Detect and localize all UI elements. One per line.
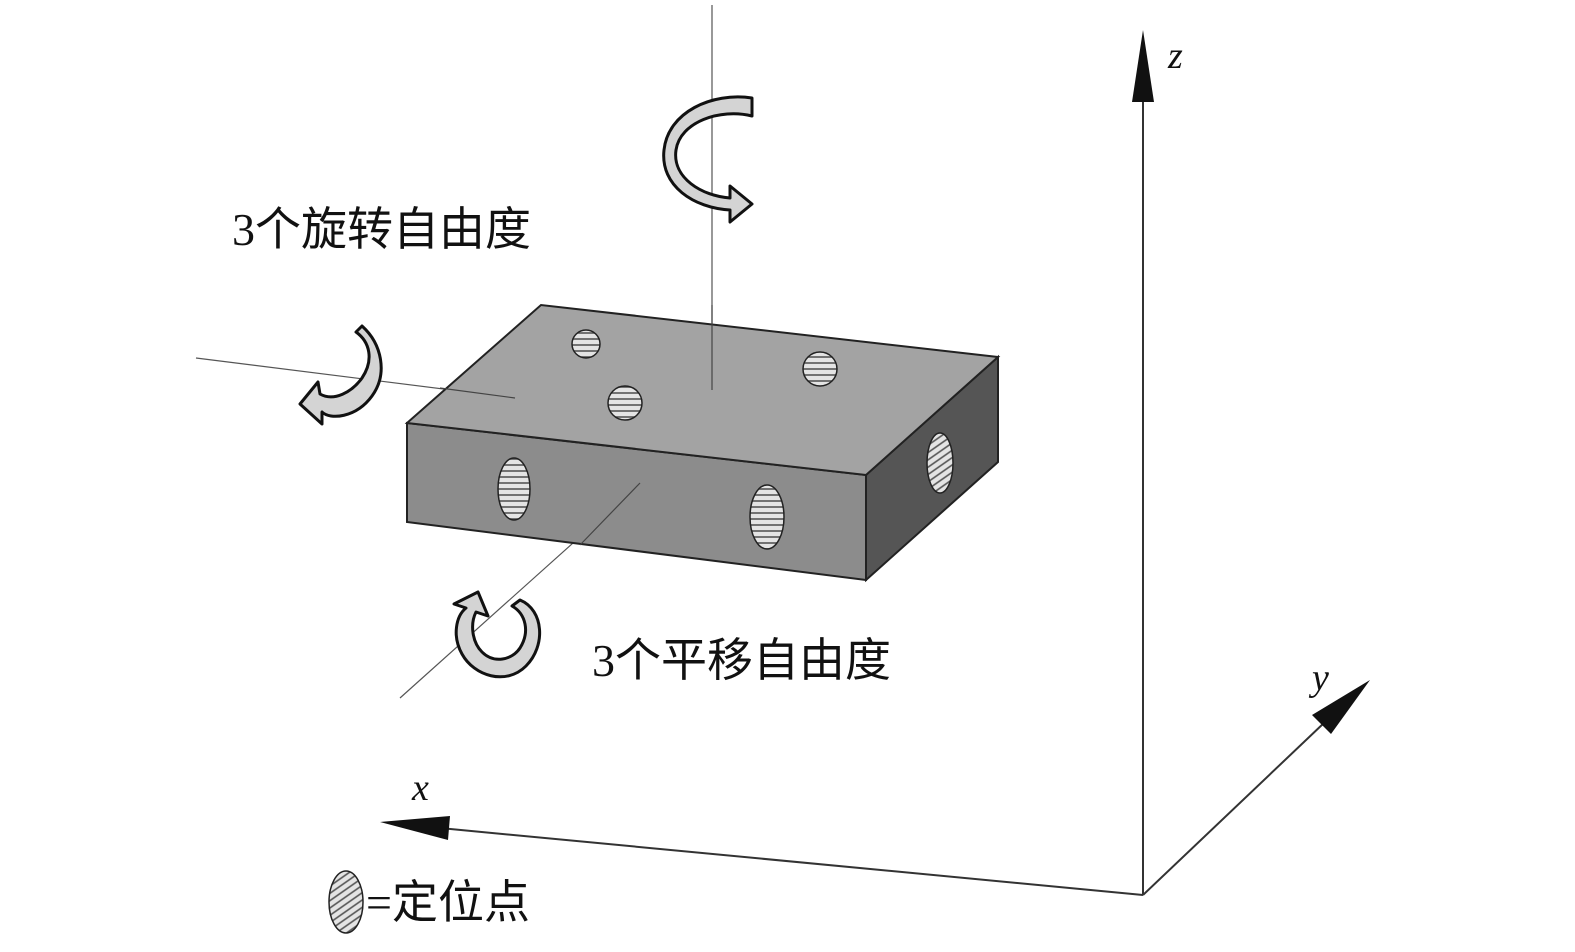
legend-locator-icon bbox=[328, 870, 364, 934]
locator-top-3 bbox=[802, 351, 838, 387]
locating-points bbox=[497, 329, 954, 550]
locator-front-2 bbox=[749, 484, 785, 550]
locator-side-1 bbox=[926, 432, 954, 494]
x-axis-label: x bbox=[411, 767, 429, 809]
rotation-dof-label: 3个旋转自由度 bbox=[232, 204, 531, 255]
rotation-arrow-horizontal-icon bbox=[298, 324, 383, 426]
x-axis-line bbox=[439, 827, 1144, 896]
y-axis-arrowhead bbox=[1312, 680, 1370, 734]
rotation-arrow-vertical-icon bbox=[662, 95, 754, 224]
rotation-arrow-depth-icon bbox=[452, 590, 541, 679]
block-top-face bbox=[404, 303, 1001, 477]
locator-top-1 bbox=[571, 329, 601, 359]
legend: =定位点 bbox=[328, 870, 530, 934]
y-axis-label: y bbox=[1308, 657, 1329, 699]
z-axis-arrowhead bbox=[1132, 30, 1154, 102]
translation-dof-label: 3个平移自由度 bbox=[592, 635, 891, 686]
y-axis-line bbox=[1142, 721, 1326, 896]
x-axis-arrowhead bbox=[380, 816, 450, 840]
z-axis-label: z bbox=[1167, 35, 1183, 77]
locator-front-1 bbox=[497, 457, 531, 521]
front-axis-mark bbox=[579, 482, 641, 546]
workpiece-block bbox=[404, 303, 1001, 583]
top-axis-mark-h bbox=[439, 387, 516, 399]
locator-top-2 bbox=[607, 385, 643, 421]
legend-label: =定位点 bbox=[366, 877, 530, 928]
coordinate-frame: z x y bbox=[380, 30, 1370, 896]
